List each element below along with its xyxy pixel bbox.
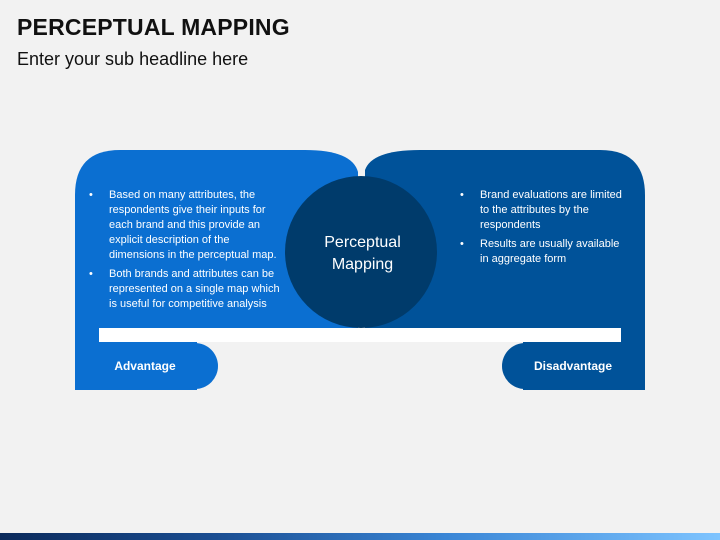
disadvantage-tab-square (585, 343, 645, 389)
list-item: Both brands and attributes can be repres… (84, 267, 284, 312)
center-label: Perceptual Mapping (290, 232, 435, 276)
center-label-line2: Mapping (331, 256, 394, 273)
disadvantage-bullet-list: Brand evaluations are limited to the att… (455, 188, 630, 271)
page-title: PERCEPTUAL MAPPING (17, 14, 290, 40)
center-circle (285, 176, 437, 328)
advantage-bullet-list: Based on many attributes, the respondent… (84, 188, 284, 316)
list-item: Based on many attributes, the respondent… (84, 188, 284, 263)
page-subtitle: Enter your sub headline here (17, 49, 249, 69)
advantage-tab-square (75, 343, 135, 389)
bottom-accent-bar (0, 533, 720, 540)
tab-gap (197, 342, 523, 392)
center-label-line1: Perceptual (324, 234, 401, 251)
disadvantage-label: Disadvantage (533, 359, 613, 373)
divider-strip (99, 328, 621, 342)
list-item: Results are usually available in aggrega… (455, 237, 630, 267)
list-item: Brand evaluations are limited to the att… (455, 188, 630, 233)
advantage-label: Advantage (114, 359, 176, 373)
